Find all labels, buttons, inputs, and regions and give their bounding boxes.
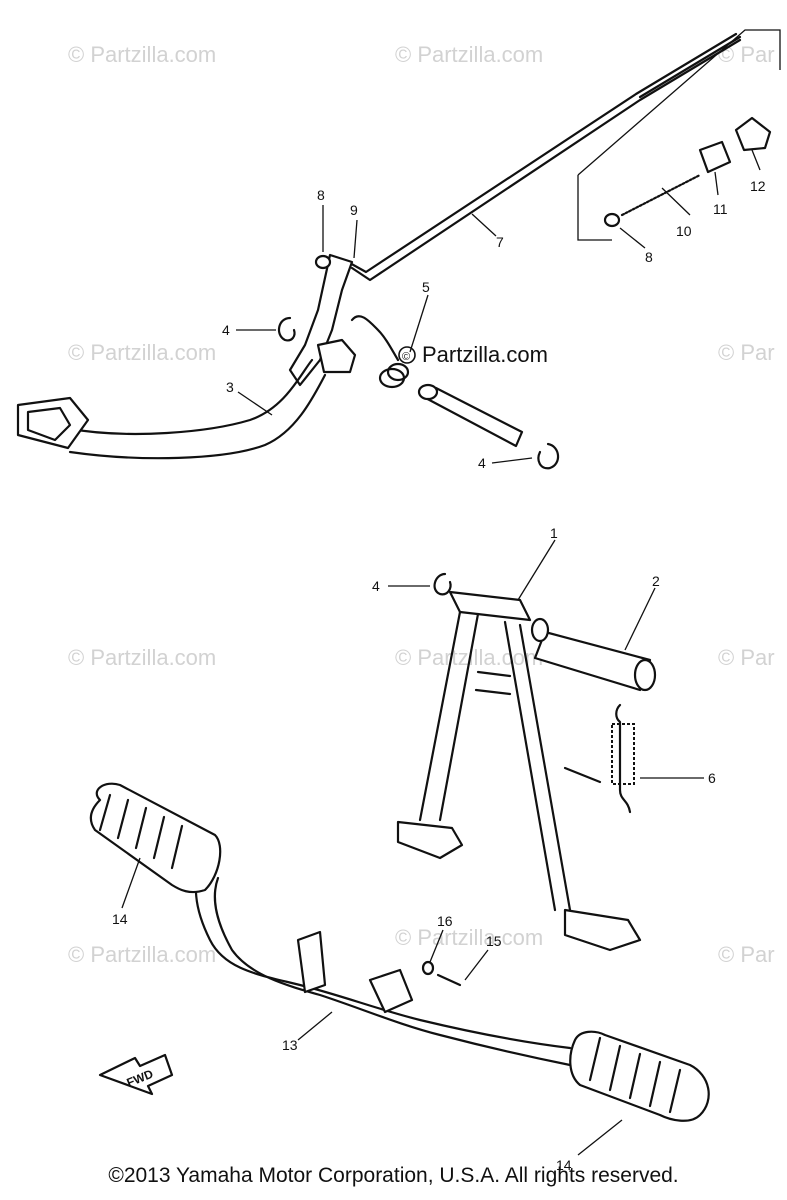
pedal-pad-grip — [26, 406, 72, 442]
callout-16: 16 — [437, 913, 453, 929]
callout-4: 4 — [222, 322, 230, 338]
callout-14: 14 — [556, 1157, 572, 1173]
clip — [277, 316, 296, 342]
footrest-bar-top — [194, 858, 572, 1050]
callout-11: 11 — [713, 201, 728, 217]
rod-thread — [638, 35, 742, 99]
stand-foot-right — [563, 908, 642, 952]
watermark-partial: © Par — [718, 42, 775, 67]
footrest-bracket — [296, 930, 327, 994]
callout-14: 14 — [112, 911, 128, 927]
clip — [537, 442, 560, 470]
pivot-boss — [316, 338, 357, 374]
rubber-ribs — [98, 793, 184, 870]
clip — [433, 572, 452, 596]
watermark-partial: © Par — [718, 645, 775, 670]
shaft-end — [417, 383, 439, 401]
callout-10: 10 — [676, 223, 692, 239]
watermark: © Partzilla.com — [68, 340, 216, 365]
watermark: © Partzilla.com — [395, 925, 543, 950]
pedal-tube-bottom — [68, 373, 327, 460]
callout-9: 9 — [350, 202, 358, 218]
return-spring — [350, 315, 400, 362]
stand-leg-right — [518, 623, 572, 912]
stand-shaft — [533, 630, 652, 692]
watermark: © Partzilla.com — [68, 942, 216, 967]
center-stand — [396, 572, 657, 952]
callout-1: 1 — [550, 525, 558, 541]
washer — [603, 212, 621, 228]
brake-rod-edge — [346, 32, 738, 274]
copyright-notice: ©2013 Yamaha Motor Corporation, U.S.A. A… — [108, 1164, 679, 1187]
washer — [314, 254, 332, 270]
watermark-partial: © Par — [718, 942, 775, 967]
callout-15: 15 — [486, 933, 502, 949]
watermarks: © Partzilla.com © Partzilla.com © Par © … — [68, 42, 775, 967]
partzilla-link[interactable]: © Partzilla.com — [398, 342, 548, 367]
footrest-rubber-left — [89, 782, 222, 894]
footrest-bar-bottom — [213, 876, 572, 1067]
callout-12: 12 — [750, 178, 766, 194]
watermark: © Partzilla.com — [68, 42, 216, 67]
fwd-arrow-icon: FWD — [98, 1053, 174, 1096]
stand-leg-right-inner — [503, 620, 557, 912]
footrest-assembly — [89, 782, 710, 1122]
stand-boss — [530, 617, 550, 643]
callouts: 1 2 3 4 4 4 5 6 7 8 8 9 10 — [112, 149, 766, 1173]
spring-coil — [386, 362, 410, 382]
callout-5: 5 — [422, 279, 430, 295]
stand-leg-left — [418, 610, 462, 822]
brake-arm — [288, 253, 354, 387]
brake-rod — [350, 38, 742, 282]
link-text[interactable]: Partzilla.com — [422, 342, 548, 367]
link-symbol: © — [402, 351, 410, 363]
stand-foot-left — [396, 820, 464, 860]
callout-8: 8 — [317, 187, 325, 203]
stand-crossbar — [474, 670, 512, 696]
callout-2: 2 — [652, 573, 660, 589]
watermark: © Partzilla.com — [395, 42, 543, 67]
stand-top — [448, 590, 532, 622]
adjuster-nut — [734, 116, 772, 152]
pedal-tube-top — [63, 358, 314, 436]
copyright-circle-icon — [398, 346, 416, 364]
callout-6: 6 — [708, 770, 716, 786]
callout-8: 8 — [645, 249, 653, 265]
callout-4: 4 — [372, 578, 380, 594]
watermark: © Partzilla.com — [68, 645, 216, 670]
callout-13: 13 — [282, 1037, 298, 1053]
adjuster-spring — [620, 173, 702, 217]
stand-spring-hook — [615, 703, 632, 814]
adjuster-collar — [698, 140, 732, 174]
stand-spring — [611, 723, 635, 785]
footrest-bolt — [436, 973, 462, 987]
footrest-bracket — [368, 968, 414, 1014]
footrest-washer — [421, 960, 435, 976]
rubber-ribs — [588, 1036, 682, 1114]
watermark-partial: © Par — [718, 340, 775, 365]
callout-7: 7 — [496, 234, 504, 250]
spring-peg — [563, 766, 602, 784]
stand-leg-left-inner — [438, 612, 480, 822]
stand-shaft-end — [633, 658, 657, 692]
callout-3: 3 — [226, 379, 234, 395]
callout-4: 4 — [478, 455, 486, 471]
brake-pedal-assembly — [16, 29, 781, 470]
